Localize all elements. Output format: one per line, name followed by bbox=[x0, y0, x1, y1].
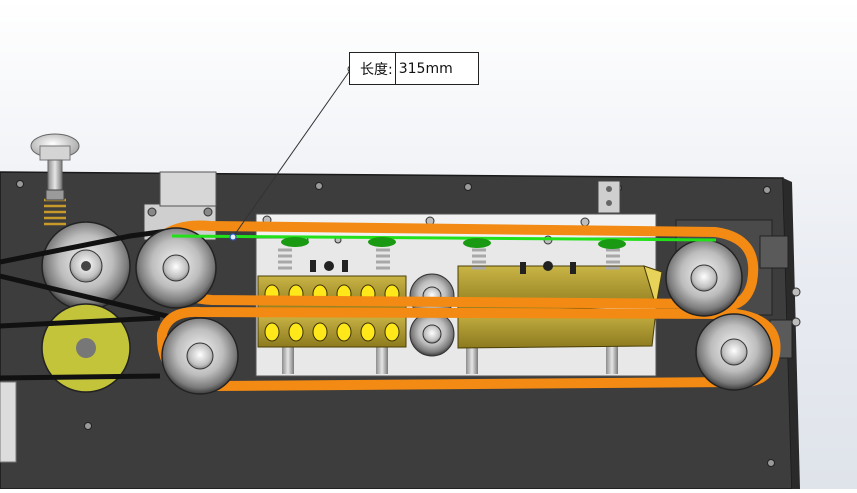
pulley-icon bbox=[41, 221, 131, 393]
highlight-caps bbox=[281, 237, 626, 249]
bracket-right bbox=[597, 180, 621, 214]
motor-body bbox=[159, 171, 217, 207]
knob-icon bbox=[30, 133, 80, 191]
spring-icon bbox=[278, 248, 620, 270]
rail-screws bbox=[262, 215, 590, 245]
measured-edge bbox=[171, 234, 717, 242]
pulley-icon bbox=[135, 227, 773, 395]
screw-icon bbox=[310, 260, 576, 274]
side-panel bbox=[0, 381, 17, 463]
dimension-leader bbox=[232, 68, 352, 238]
length-dimension-label: 长度: bbox=[350, 53, 396, 84]
plate-holes bbox=[16, 180, 775, 467]
black-belts bbox=[0, 227, 176, 381]
length-dimension-value: 315mm bbox=[398, 60, 453, 77]
length-dimension-callout[interactable]: 长度: 315mm bbox=[349, 52, 479, 85]
support-rods bbox=[282, 340, 618, 374]
